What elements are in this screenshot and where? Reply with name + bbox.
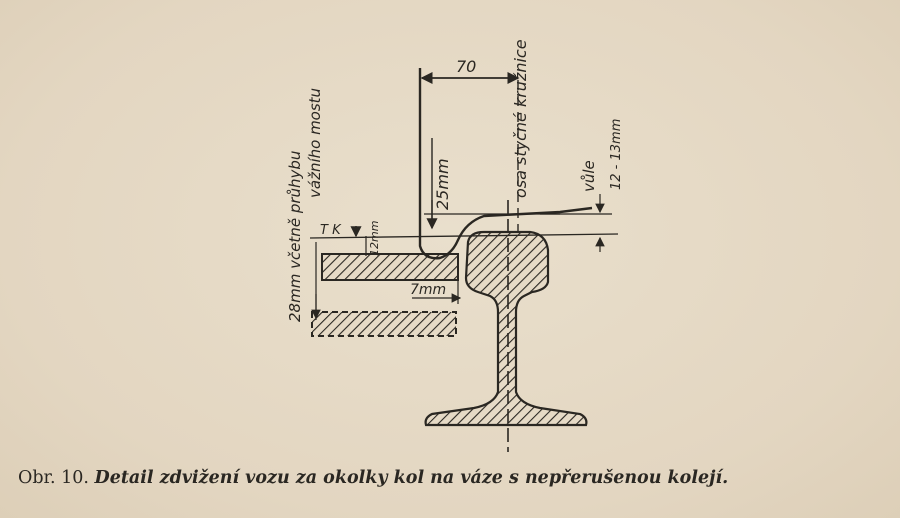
bridge-deflection-line1: 28mm včetně průhybu (286, 151, 304, 322)
bridge-deflection-line2: vážního mostu (306, 88, 324, 198)
wheel-flange (418, 68, 593, 260)
caption-number: Obr. 10. (18, 468, 89, 488)
dim-70-label: 70 (456, 57, 476, 76)
vule-range-label: 12 - 13mm (609, 119, 624, 190)
rail-profile (424, 230, 588, 427)
rail-detail-diagram: 70 25mm osa styčné kružnice vůle 12 - 13… (286, 39, 624, 452)
figure-caption: Obr. 10. Detail zdvižení vozu za okolky … (18, 468, 888, 488)
vule-label: vůle (580, 160, 598, 192)
dim-25mm-label: 25mm (433, 158, 452, 210)
tk-label: T K (320, 223, 342, 238)
dim-12mm-label: 12mm (368, 221, 381, 256)
bridge-beam-lower (311, 311, 457, 337)
axis-label: osa styčné kružnice (511, 39, 530, 198)
dim-7mm-label: 7mm (410, 282, 446, 298)
caption-text: Detail zdvižení vozu za okolky kol na vá… (94, 468, 729, 488)
